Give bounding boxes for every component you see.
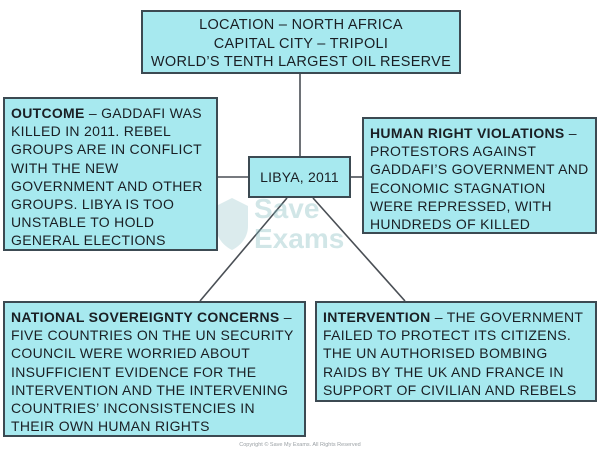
outcome-box: OUTCOME – GADDAFI WAS KILLED IN 2011. RE…: [3, 97, 218, 251]
outcome-text: – GADDAFI WAS KILLED IN 2011. REBEL GROU…: [11, 105, 203, 249]
location-line: LOCATION – NORTH AFRICA: [199, 17, 403, 33]
watermark-line: Save: [254, 193, 320, 224]
copyright-notice: Copyright © Save My Exams. All Rights Re…: [239, 442, 361, 448]
save-my-exams-logo: [216, 198, 248, 250]
intervention-box: INTERVENTION – THE GOVERNMENT FAILED TO …: [315, 301, 597, 402]
capital-line: CAPITAL CITY – TRIPOLI: [213, 35, 389, 52]
connector-to-national: [199, 197, 288, 302]
watermark-text: Save Exams: [254, 194, 344, 254]
human-rights-heading: HUMAN RIGHT VIOLATIONS: [370, 125, 565, 141]
outcome-heading: OUTCOME: [11, 105, 85, 121]
national-sovereignty-heading: NATIONAL SOVEREIGNTY CONCERNS: [11, 309, 280, 325]
national-sovereignty-box: NATIONAL SOVEREIGNTY CONCERNS – FIVE COU…: [3, 301, 306, 437]
intervention-heading: INTERVENTION: [323, 309, 431, 325]
national-sovereignty-text: – FIVE COUNTRIES ON THE UN SECURITY COUN…: [11, 309, 294, 435]
central-topic-label: LIBYA, 2011: [260, 169, 339, 185]
watermark-line: Exams: [254, 223, 345, 254]
central-topic: LIBYA, 2011: [248, 156, 351, 198]
oil-reserve-line: WORLD’S TENTH LARGEST OIL RESERVE: [150, 54, 452, 70]
intervention-text: – THE GOVERNMENT FAILED TO PROTECT ITS C…: [323, 309, 583, 398]
location-box: LOCATION – NORTH AFRICA CAPITAL CITY – T…: [141, 10, 461, 74]
human-rights-text: – PROTESTORS AGAINST GADDAFI’S GOVERNMEN…: [370, 125, 589, 233]
human-rights-box: HUMAN RIGHT VIOLATIONS – PROTESTORS AGAI…: [362, 117, 597, 234]
connector-to-intervention: [312, 197, 406, 302]
